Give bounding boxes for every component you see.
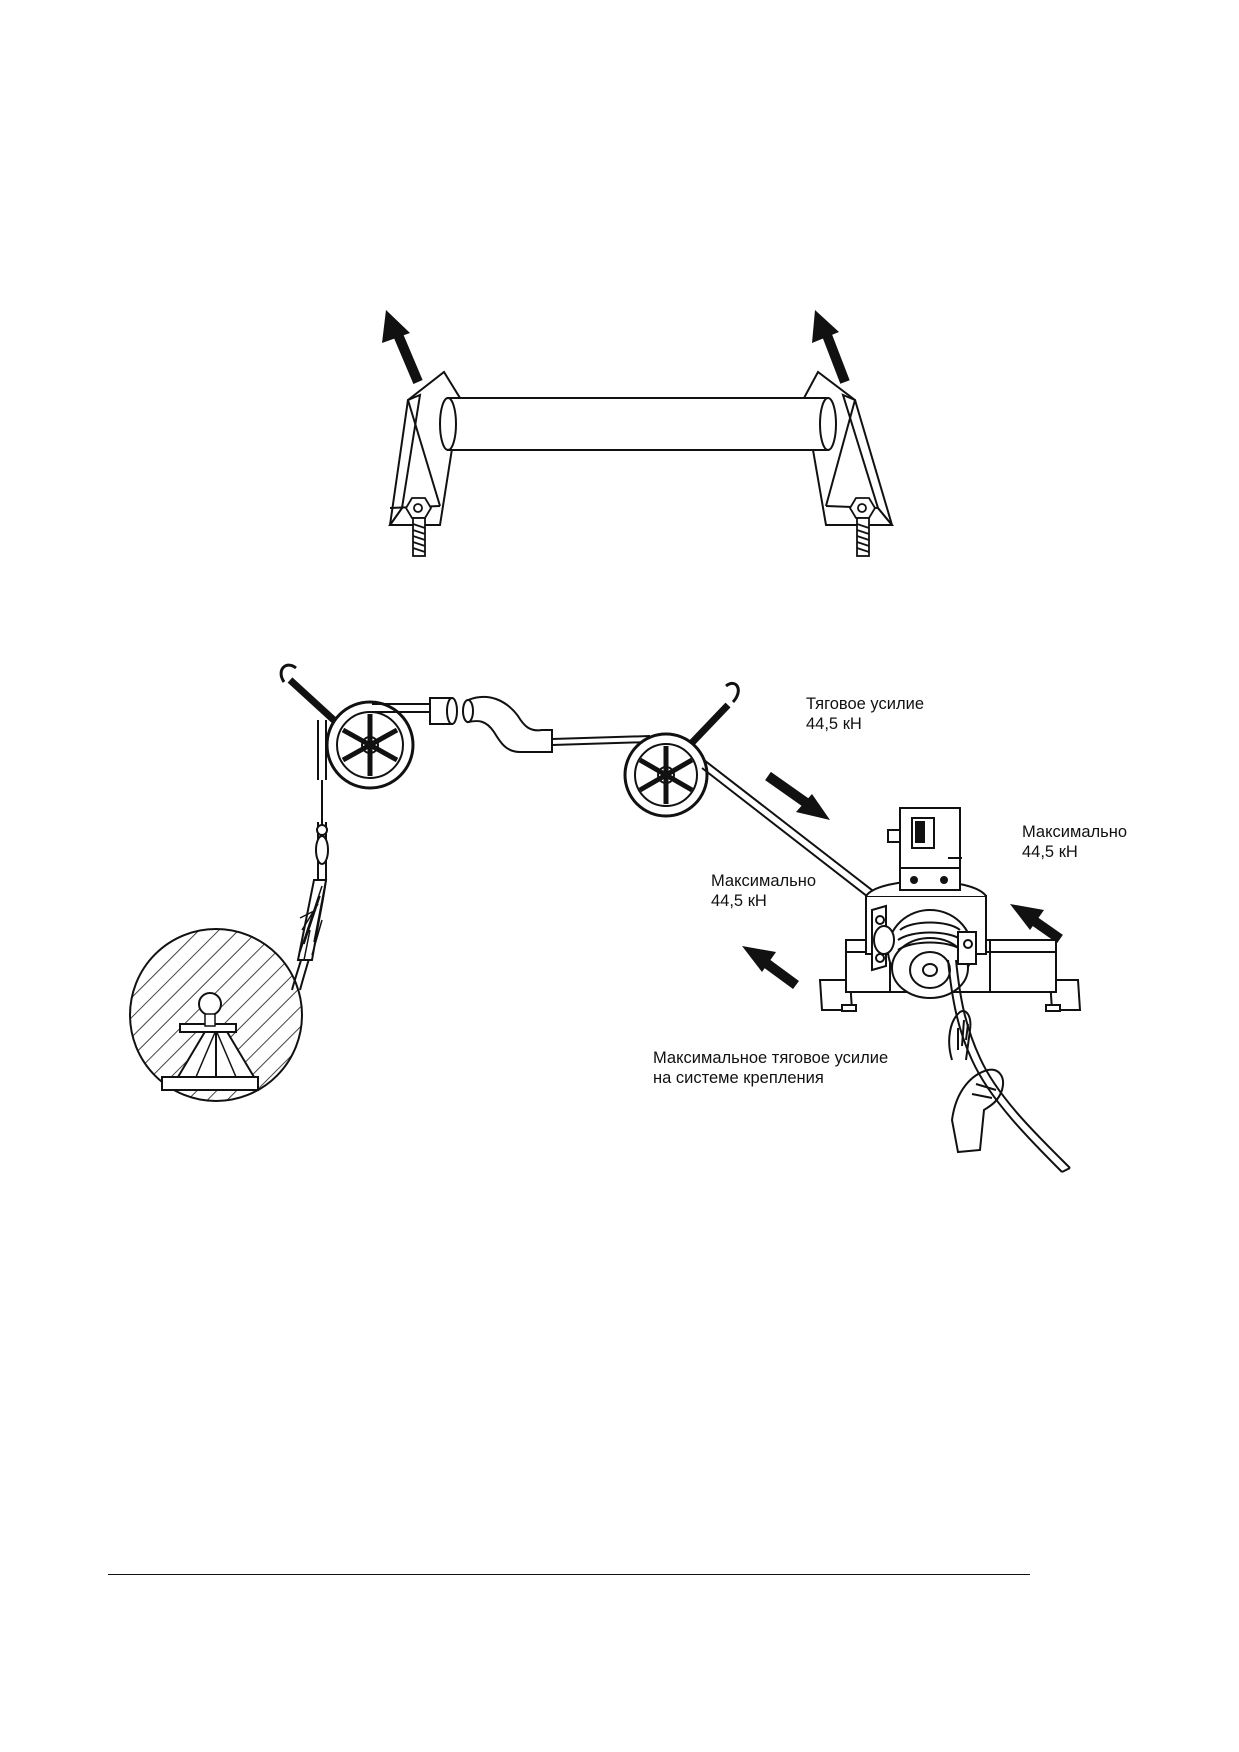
label-max-anchor-line2: на системе крепления bbox=[653, 1069, 824, 1087]
support-tube bbox=[439, 397, 837, 451]
cable-pulling-figure bbox=[129, 663, 1082, 1173]
tail-rope bbox=[947, 959, 1071, 1173]
label-max-right-title: Максимально bbox=[1022, 823, 1128, 841]
label-max-left: Максимально 44,5 кН bbox=[711, 871, 816, 911]
conduit-section bbox=[429, 695, 553, 753]
label-pulling-force-title: Тяговое усилие bbox=[806, 695, 924, 713]
cable-between-sheaves bbox=[372, 703, 440, 713]
arrow-max-right bbox=[1010, 904, 1063, 944]
cable-puller bbox=[818, 807, 1082, 1012]
left-sheave bbox=[279, 663, 415, 790]
label-max-left-value: 44,5 кН bbox=[711, 892, 767, 910]
label-max-anchor-line1: Максимальное тяговое усилие bbox=[653, 1049, 889, 1067]
cable-to-right-sheave bbox=[551, 735, 651, 746]
footer-rule bbox=[108, 1574, 1030, 1575]
lift-arrow-left bbox=[382, 310, 423, 384]
pulling-grip bbox=[296, 879, 328, 961]
arrow-pulling-force bbox=[765, 771, 830, 820]
label-pulling-force: Тяговое усилие 44,5 кН bbox=[806, 694, 924, 734]
cable-drum bbox=[129, 928, 303, 1102]
anchor-bolt-left bbox=[404, 497, 433, 557]
label-max-right: Максимально 44,5 кН bbox=[1022, 822, 1127, 862]
label-max-right-value: 44,5 кН bbox=[1022, 843, 1078, 861]
label-pulling-force-value: 44,5 кН bbox=[806, 715, 862, 733]
swivel-connector bbox=[315, 812, 329, 865]
right-sheave bbox=[623, 681, 740, 818]
anchor-bolt-right bbox=[848, 497, 877, 557]
operator-hands bbox=[948, 1010, 1004, 1154]
lift-arrow-right bbox=[812, 310, 850, 384]
label-max-left-title: Максимально bbox=[711, 872, 817, 890]
tube-support-figure bbox=[382, 310, 895, 557]
label-max-anchor: Максимальное тяговое усилие на системе к… bbox=[653, 1048, 888, 1088]
arrow-max-left bbox=[742, 946, 799, 990]
